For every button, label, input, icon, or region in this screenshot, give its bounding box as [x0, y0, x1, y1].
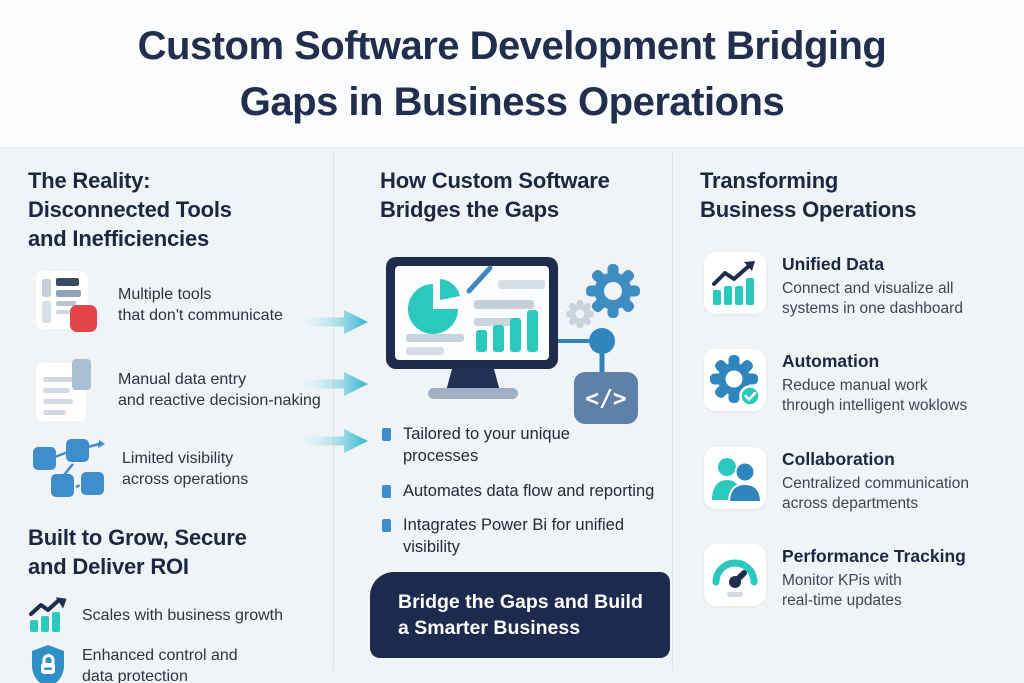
gear-icon: [586, 264, 640, 318]
column-divider: [672, 152, 673, 671]
transform-title: Collaboration: [782, 448, 895, 469]
bullet-label: Tailored to your unique processes: [403, 425, 570, 465]
flow-arrow-icon: [302, 429, 368, 453]
transform-description: Reduce manual work through intelligent w…: [782, 377, 968, 415]
flowchart-nodes-icon: [28, 437, 106, 501]
bullet-marker-icon: [382, 428, 391, 441]
right-heading-transforming: Transforming Business Operations: [700, 168, 917, 223]
transform-title: Unified Data: [782, 254, 885, 274]
left-heading-built-to-grow: Built to Grow, Secure and Deliver ROI: [28, 525, 247, 580]
collaboration-people-icon: [704, 446, 766, 509]
benefit-label: Enhanced control and data protection: [82, 647, 238, 683]
pain-item-multiple-tools: Multiple tools that don't communicate: [28, 269, 324, 341]
unified-data-chart-icon: [704, 252, 766, 314]
bullet-item: Intagrates Power Bi for unified visibili…: [382, 515, 682, 559]
transform-title: Automation: [782, 351, 880, 372]
dashboard-monitor-icon: [386, 257, 558, 399]
transform-item-collaboration: Collaboration Centralized communication …: [704, 446, 1020, 514]
transform-description: Monitor KPis with real-time updates: [782, 571, 902, 609]
page-title: Custom Software Development Bridging Gap…: [137, 23, 887, 124]
automation-gear-check-icon: [704, 349, 766, 412]
pain-label: Manual data entry and reactive decision-…: [118, 370, 321, 410]
cta-text: Bridge the Gaps and Build a Smarter Busi…: [398, 590, 643, 639]
transform-item-unified-data: Unified Data Connect and visualize all s…: [704, 252, 1020, 319]
svg-text:</>: </>: [585, 386, 627, 412]
bullet-item: Tailored to your unique processes: [382, 424, 682, 468]
bullet-label: Automates data flow and reporting: [403, 481, 655, 500]
shield-lock-icon: [28, 643, 68, 683]
transform-item-performance: Performance Tracking Monitor KPis with r…: [704, 543, 1020, 611]
transform-text: Collaboration Centralized communication …: [782, 447, 969, 514]
left-heading-reality: The Reality: Disconnected Tools and Inef…: [28, 168, 232, 252]
small-gear-icon: [566, 300, 594, 328]
dashboard-monitor-illustration: </>: [386, 257, 640, 424]
bullet-marker-icon: [382, 484, 391, 498]
flow-arrow-icon: [302, 372, 368, 396]
transform-text: Automation Reduce manual work through in…: [782, 349, 967, 416]
transform-text: Performance Tracking Monitor KPis with r…: [782, 544, 966, 611]
pain-label: Limited visibility across operations: [122, 449, 249, 489]
bullet-label: Intagrates Power Bi for unified visibili…: [403, 516, 625, 557]
flow-arrow-icon: [302, 310, 368, 334]
transform-text: Unified Data Connect and visualize all s…: [782, 252, 963, 319]
manual-entry-document-icon: [28, 357, 102, 423]
pain-label: Multiple tools that don't communicate: [118, 285, 283, 325]
middle-heading-bridges: How Custom Software Bridges the Gaps: [380, 168, 610, 223]
code-block-icon: </>: [574, 372, 638, 424]
transform-item-automation: Automation Reduce manual work through in…: [704, 349, 1020, 416]
header-band: Custom Software Development Bridging Gap…: [0, 0, 1024, 148]
disconnected-documents-icon: [28, 269, 102, 341]
benefit-item-scales: Scales with business growth: [28, 597, 324, 633]
pain-item-manual-entry: Manual data entry and reactive decision-…: [28, 357, 324, 423]
pain-item-limited-visibility: Limited visibility across operations: [28, 437, 324, 501]
transform-title: Performance Tracking: [782, 545, 966, 566]
performance-gauge-icon: [704, 543, 766, 606]
bullet-item: Automates data flow and reporting: [382, 481, 682, 503]
right-column-transformations: Unified Data Connect and visualize all s…: [704, 252, 1020, 641]
middle-bullet-list: Tailored to your unique processes Automa…: [382, 424, 682, 572]
left-column-reality: The Reality: Disconnected Tools and Inef…: [28, 166, 324, 683]
column-divider: [333, 152, 334, 671]
benefit-label: Scales with business growth: [82, 606, 283, 624]
growth-chart-icon: [28, 597, 68, 633]
transform-description: Connect and visualize all systems in one…: [782, 280, 963, 318]
transform-description: Centralized communication across departm…: [782, 474, 969, 512]
bullet-marker-icon: [382, 519, 391, 533]
cta-banner: Bridge the Gaps and Build a Smarter Busi…: [370, 572, 670, 658]
benefit-item-security: Enhanced control and data protection: [28, 643, 324, 683]
connector-node-icon: [556, 328, 615, 376]
